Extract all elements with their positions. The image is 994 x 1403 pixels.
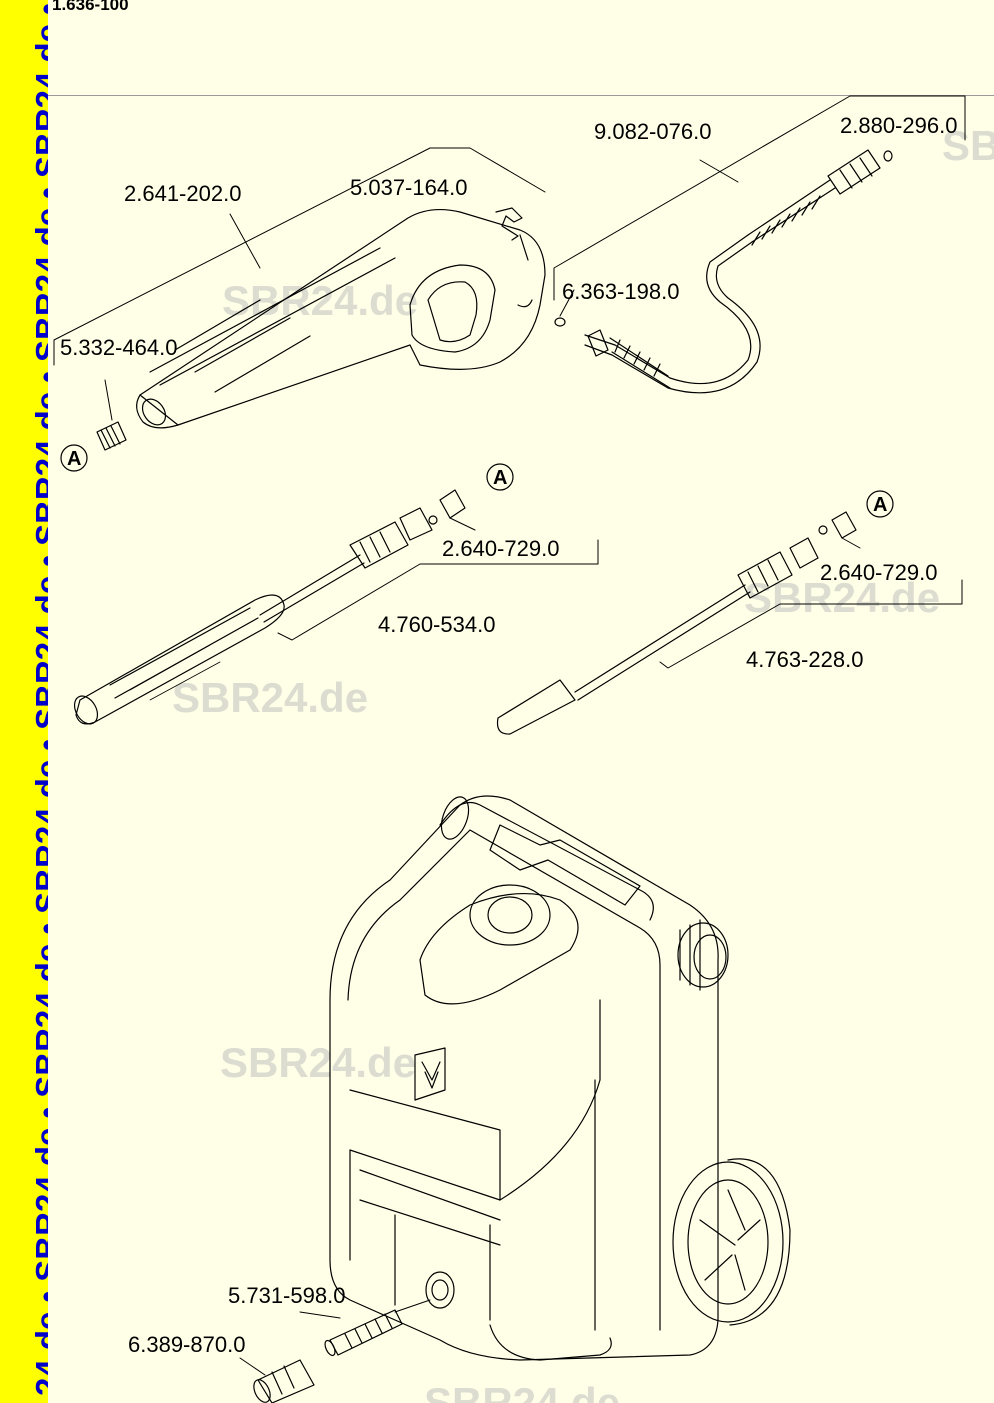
label-clip: 5.037-164.0 [350,175,467,200]
watermarks: SBR24.de SBR24.de SBR24.de SBR24.de SBR2… [172,122,994,1403]
label-oring-2880: 2.880-296.0 [840,113,957,138]
label-nozzle-upper: 2.640-729.0 [442,536,559,561]
label-filter: 5.731-598.0 [228,1283,345,1308]
marker-a-lance-lower: A [866,490,894,518]
document-id: 1.636-100 [52,0,129,14]
label-coupling: 6.389-870.0 [128,1332,245,1357]
watermark-3: SBR24.de [744,574,940,621]
watermark-5: SBR24.de [220,1039,416,1086]
label-lance-upper: 4.760-534.0 [378,612,495,637]
header-rule [48,95,994,96]
pressure-washer-body [329,795,791,1361]
lance-lower-drawing [496,511,963,735]
part-labels: 9.082-076.0 2.880-296.0 2.641-202.0 5.03… [60,113,957,1357]
hose-drawing [553,95,966,394]
label-lance-lower: 4.763-228.0 [746,647,863,672]
marker-a-gun-label: A [67,448,81,470]
marker-a-lance-upper-label: A [493,467,507,489]
marker-a-lance-lower-label: A [873,494,887,516]
clip-drawing [495,207,523,241]
side-banner: 24.de • SBR24.de • SBR24.de • SBR24.de •… [0,0,48,1403]
label-nozzle-lower: 2.640-729.0 [820,560,937,585]
label-gun: 2.641-202.0 [124,181,241,206]
marker-a-lance-upper: A [486,463,514,491]
coupling-drawing [239,1357,315,1403]
watermark-2: SBR24.de [942,122,994,169]
label-adapter: 5.332-464.0 [60,335,177,360]
watermark-6: SBR24.de [424,1379,620,1403]
spray-gun-drawing [53,147,546,429]
lance-upper-drawing [73,489,599,725]
filter-drawing [299,1299,431,1357]
marker-a-gun: A [60,444,88,472]
watermark-4: SBR24.de [172,674,368,721]
adapter-drawing [96,379,127,451]
label-oring-6363: 6.363-198.0 [562,279,679,304]
label-hose: 9.082-076.0 [594,119,711,144]
